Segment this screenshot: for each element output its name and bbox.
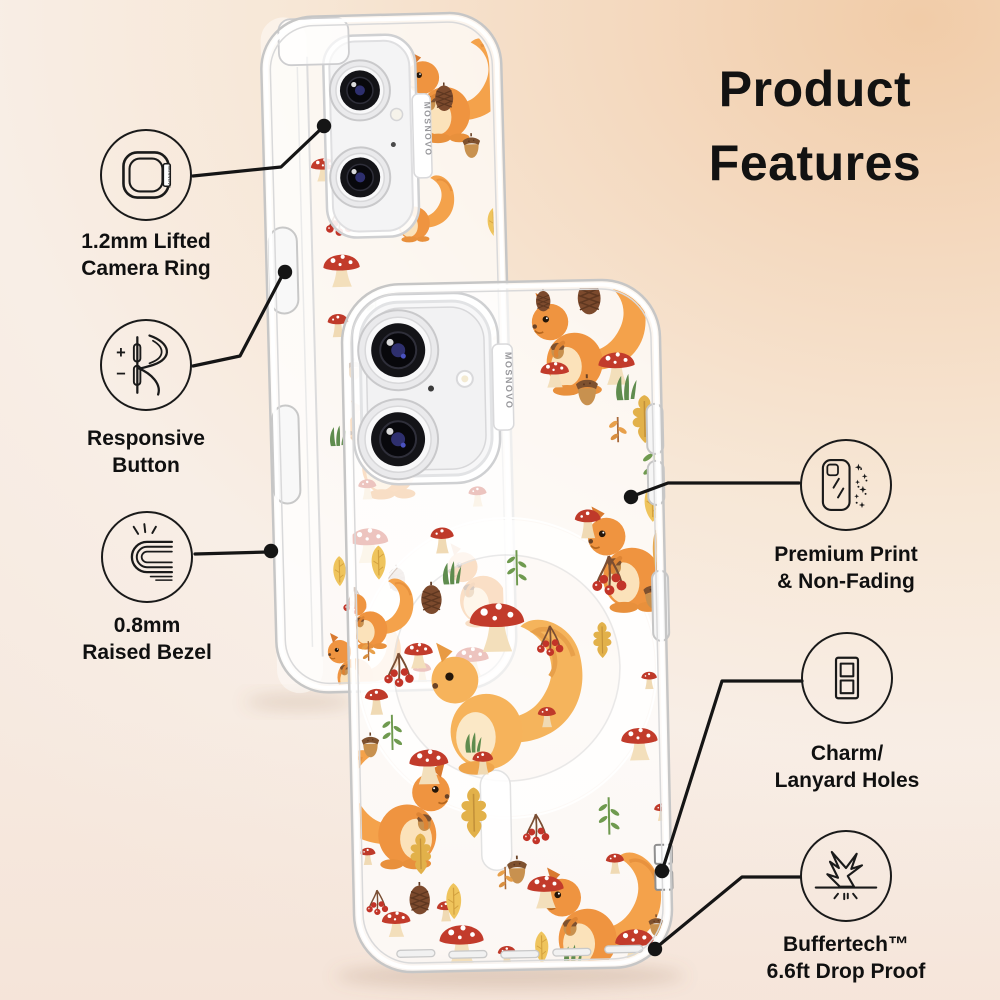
left-camera-mic: [390, 142, 396, 148]
left-camera-lens-top: [328, 59, 391, 122]
main-phone-speaker-slots: [396, 944, 644, 959]
leader-drop-proof: [655, 875, 802, 949]
leader-responsive-button: [191, 272, 285, 368]
left-phone-camera-module: MOSNOVO: [322, 33, 434, 239]
magsafe-ring: [355, 517, 658, 872]
brand-text-left: MOSNOVO: [422, 102, 433, 157]
left-camera-flash: [389, 107, 404, 122]
leader-camera-ring: [191, 126, 324, 178]
main-camera-lens-bottom: [357, 398, 440, 481]
main-phone-camera-module: MOSNOVO: [350, 291, 515, 486]
left-phone-shadow: [245, 693, 355, 711]
callout-leader-dots: [263, 118, 670, 957]
brand-text-main: MOSNOVO: [503, 352, 514, 410]
callout-leader-lines: [191, 126, 804, 949]
main-camera-lens-top: [357, 309, 440, 392]
magsafe-slot: [479, 769, 513, 872]
main-camera-mic: [428, 385, 435, 392]
left-brand-tab: MOSNOVO: [411, 92, 434, 179]
left-camera-lens-bottom: [329, 146, 392, 209]
main-phone-case: MOSNOVO: [340, 278, 674, 974]
main-brand-tab: MOSNOVO: [491, 343, 515, 431]
leader-premium-print: [631, 481, 801, 498]
leader-raised-bezel: [193, 550, 270, 556]
leader-lanyard-holes: [661, 679, 804, 870]
